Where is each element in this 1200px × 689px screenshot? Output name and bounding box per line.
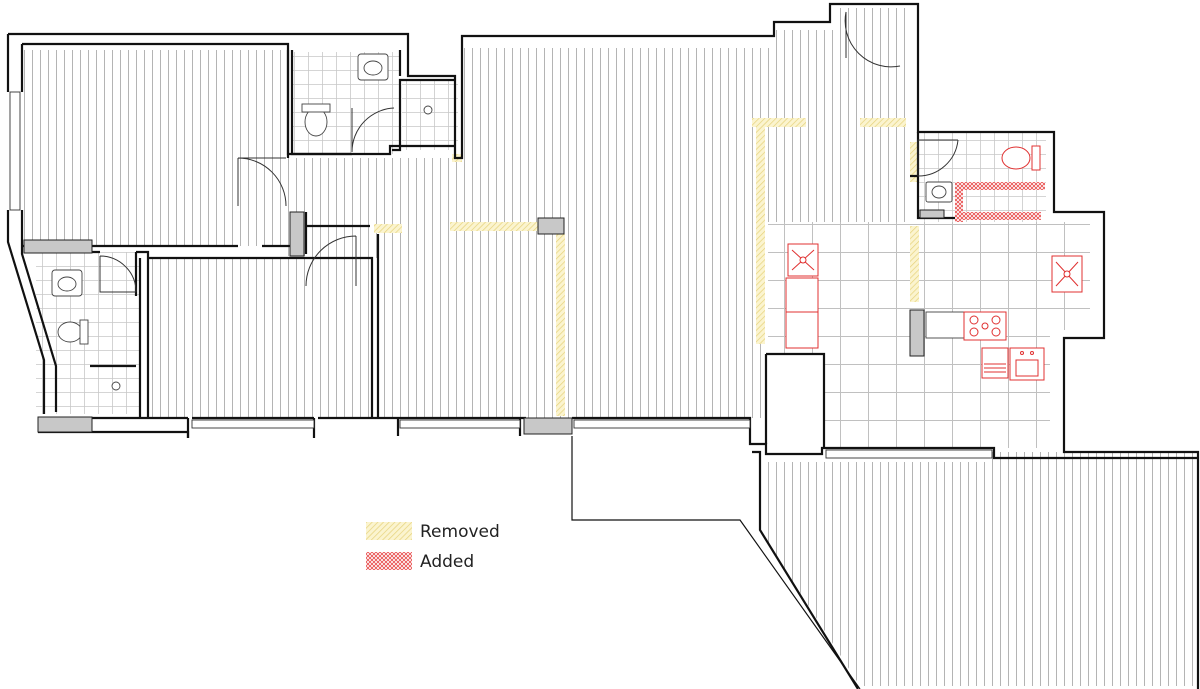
exterior-wall [572,416,1198,460]
window [825,449,993,459]
added-wall [955,182,1045,190]
column [919,209,945,219]
toilet-tank [79,319,89,345]
added-wall [963,212,1041,220]
removed-wall [450,222,538,231]
removed-wall [910,226,919,302]
sink-bowl [57,276,77,292]
exterior-wall [6,34,24,92]
column [537,217,565,235]
interior-wall [290,50,455,156]
door-swing-icon [844,11,901,68]
bedroom-lower-floor [148,258,372,418]
windows [9,91,993,459]
kitchen-island [925,311,967,339]
door-swing-icon [237,157,287,207]
removed-wall [374,224,402,233]
window [573,419,751,429]
toilet-icon [1001,146,1031,170]
shower-drain-icon [423,105,433,115]
new-fixtures [785,145,1083,381]
toilet-icon [57,321,83,343]
legend-swatch-added [366,552,412,570]
window [191,419,315,429]
oven-knob [1020,351,1024,355]
burner [969,315,979,325]
legend-label-removed: Removed [420,522,500,542]
removed-wall [910,142,919,182]
dishwasher-icon [981,347,1009,379]
added-walls [955,182,1045,222]
counter [785,277,819,349]
window [9,91,21,211]
living-room-floor [288,8,905,418]
sink-bowl [931,185,947,199]
bedroom-left-floor [22,50,288,246]
door-swing-icon [99,255,137,293]
door-swing-icon [351,107,395,153]
oven-knob [1030,351,1034,355]
column [23,239,93,254]
oven-door [1015,359,1039,377]
removed-wall [756,118,765,344]
legend-label-added: Added [420,552,474,572]
bath-shower-floor [402,80,458,150]
window [399,419,521,429]
exterior-wall [752,450,859,689]
removed-wall [752,118,806,127]
removed-wall [860,118,906,127]
toilet-tank [301,103,331,113]
interior-wall [304,212,370,254]
columns [23,209,945,435]
door-swing-icon [305,235,357,287]
interior-wall [136,234,380,418]
doors [99,11,959,293]
added-wall [955,182,963,222]
legend: Removed Added [366,522,500,572]
dishwasher-lines [984,363,1006,373]
floor-areas [22,8,1198,686]
removed-wall [556,234,565,416]
faucet [799,256,807,264]
sink-bowl [363,60,383,76]
balcony-floor [760,452,1198,686]
interior-wall [764,352,826,448]
shower-drain-icon [111,381,121,391]
toilet-tank [1031,145,1041,171]
column [37,416,93,433]
column [523,417,573,435]
bath-right-floor [918,132,1046,222]
burner [969,327,979,337]
column [289,211,305,257]
burner [991,327,1001,337]
door-swing-icon [917,139,959,177]
exterior-wall [6,210,58,414]
burner [981,322,989,330]
exterior-wall [8,2,1200,689]
faucet [1063,270,1071,278]
burner [991,315,1001,325]
terrace-outline [571,436,861,689]
legend-swatch-removed [366,522,412,540]
column [909,309,925,357]
existing-fixtures [51,53,433,391]
